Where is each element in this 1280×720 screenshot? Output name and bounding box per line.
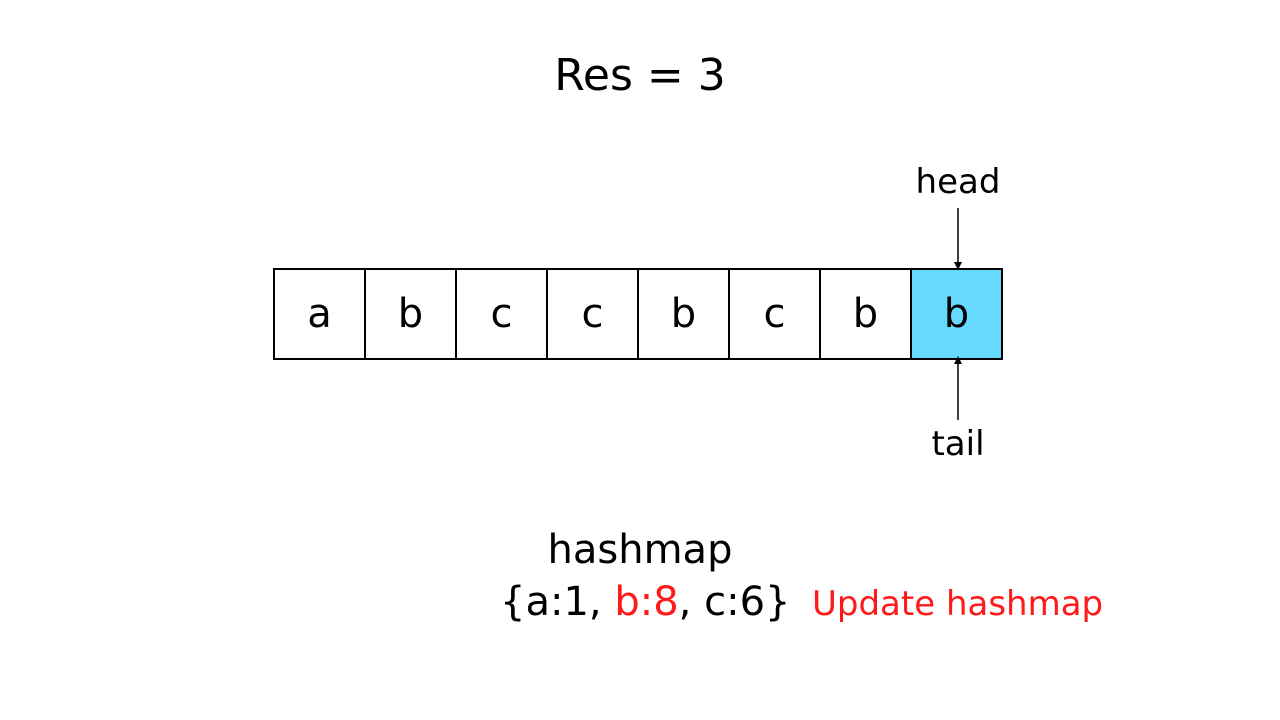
hashmap-entry-updated: b:8 xyxy=(614,579,679,625)
hashmap-close-brace: } xyxy=(765,579,791,625)
hashmap-title: hashmap xyxy=(547,527,733,573)
array-row: a b c c b c b b xyxy=(273,268,1003,360)
array-cell-6: b xyxy=(821,268,912,360)
array-cell-0: a xyxy=(275,268,366,360)
hashmap-content: {a:1, b:8, c:6} xyxy=(500,576,790,628)
array-cell-4: b xyxy=(639,268,730,360)
array-cell-7: b xyxy=(912,268,1003,360)
array-cell-3: c xyxy=(548,268,639,360)
hashmap-entry: a:1 xyxy=(525,579,589,625)
hashmap-open-brace: { xyxy=(500,579,526,625)
array-cell-1: b xyxy=(366,268,457,360)
array-cell-5: c xyxy=(730,268,821,360)
hashmap-entry: c:6 xyxy=(704,579,766,625)
tail-arrow-icon xyxy=(954,356,962,420)
head-arrow-icon xyxy=(954,208,962,270)
hashmap-separator: , xyxy=(588,579,615,625)
head-pointer-label: head xyxy=(915,162,1001,202)
hashmap-separator: , xyxy=(678,579,705,625)
result-title: Res = 3 xyxy=(554,50,726,101)
update-note: Update hashmap xyxy=(812,584,1104,624)
tail-pointer-label: tail xyxy=(931,424,985,464)
array-cell-2: c xyxy=(457,268,548,360)
